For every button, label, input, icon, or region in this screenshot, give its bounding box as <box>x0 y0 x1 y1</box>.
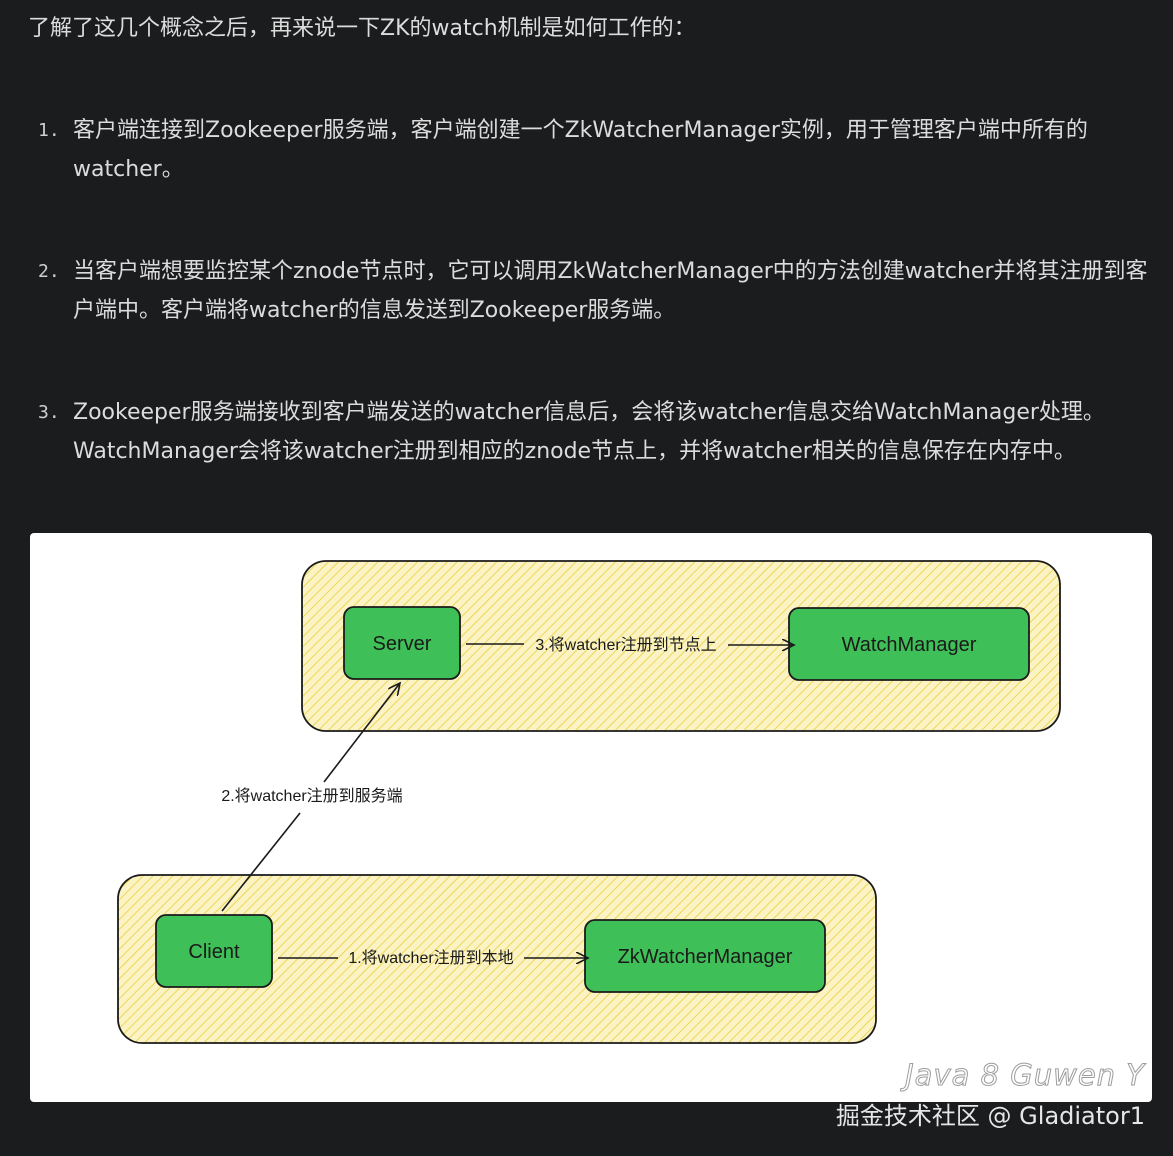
watch-manager-node-label: WatchManager <box>842 634 977 656</box>
list-item-number: 3. <box>38 402 60 423</box>
list-item-text: Zookeeper服务端接收到客户端发送的watcher信息后，会将该watch… <box>73 400 1105 464</box>
intro-paragraph: 了解了这几个概念之后，再来说一下ZK的watch机制是如何工作的： <box>28 16 696 41</box>
list-item-step-3: 3. Zookeeper服务端接收到客户端发送的watcher信息后，会将该wa… <box>38 393 1148 471</box>
list-item-text: 当客户端想要监控某个znode节点时，它可以调用ZkWatcherManager… <box>73 259 1148 323</box>
client-group-container <box>117 874 877 1044</box>
edge-client-to-server: 2.将watcher注册到服务端 <box>221 683 403 912</box>
edge-label-step-3: 3.将watcher注册到节点上 <box>535 636 716 654</box>
watch-manager-node: WatchManager <box>788 607 1030 681</box>
client-node: Client <box>155 914 273 988</box>
server-node-label: Server <box>373 633 432 655</box>
client-node-label: Client <box>188 941 240 963</box>
list-item-text: 客户端连接到Zookeeper服务端，客户端创建一个ZkWatcherManag… <box>73 118 1088 182</box>
watch-mechanism-diagram: Server WatchManager Client ZkWatcherMana… <box>30 533 1152 1102</box>
list-item-number: 2. <box>38 261 60 282</box>
list-item-step-1: 1. 客户端连接到Zookeeper服务端，客户端创建一个ZkWatcherMa… <box>38 111 1148 189</box>
diagram-canvas: Server WatchManager Client ZkWatcherMana… <box>117 560 1061 1044</box>
watermark-line-2: 掘金技术社区 @ Gladiator1 <box>835 1102 1145 1130</box>
edge-label-step-1: 1.将watcher注册到本地 <box>348 949 513 967</box>
server-node: Server <box>343 606 461 680</box>
zk-watcher-manager-node: ZkWatcherManager <box>584 919 826 993</box>
edge-server-to-watchmanager: 3.将watcher注册到节点上 <box>466 636 794 654</box>
list-item-step-2: 2. 当客户端想要监控某个znode节点时，它可以调用ZkWatcherMana… <box>38 252 1148 330</box>
edge-client-to-zkwatchermanager: 1.将watcher注册到本地 <box>278 949 588 967</box>
zk-watcher-manager-node-label: ZkWatcherManager <box>618 946 793 968</box>
watermark-line-1: Java 8 Guwen Y <box>905 1058 1145 1093</box>
edge-label-step-2: 2.将watcher注册到服务端 <box>221 787 402 805</box>
server-group-container <box>301 560 1061 732</box>
list-item-number: 1. <box>38 120 60 141</box>
